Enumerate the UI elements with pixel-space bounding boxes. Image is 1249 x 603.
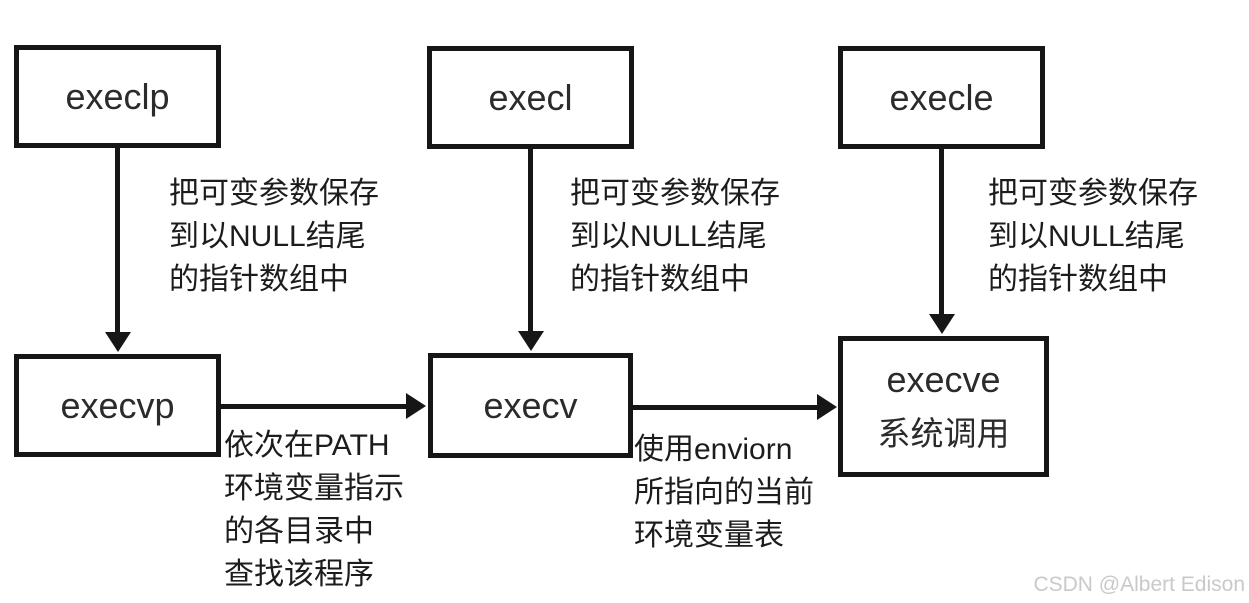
node-execl: execl: [427, 46, 634, 149]
arrow-line: [528, 149, 533, 331]
edge-label-execvp-to-execv: 依次在PATH 环境变量指示 的各目录中 查找该程序: [224, 429, 404, 591]
node-execve-label: execve: [886, 358, 1001, 400]
node-execv-label: execv: [483, 384, 578, 426]
arrow-line: [939, 149, 944, 314]
node-execle: execle: [838, 46, 1045, 149]
node-execvp-label: execvp: [60, 384, 175, 426]
arrowhead-down-icon: [105, 332, 131, 352]
edge-label-execlp-to-execvp: 把可变参数保存 到以NULL结尾 的指针数组中: [169, 177, 379, 296]
arrow-line: [632, 405, 818, 410]
node-execv: execv: [428, 353, 633, 458]
edge-label-execl-to-execv: 把可变参数保存 到以NULL结尾 的指针数组中: [570, 177, 780, 296]
arrowhead-down-icon: [929, 314, 955, 334]
arrowhead-right-icon: [817, 394, 837, 420]
node-execvp: execvp: [14, 354, 221, 457]
node-execle-label: execle: [889, 76, 994, 118]
arrow-line: [115, 148, 120, 332]
node-execlp: execlp: [14, 45, 221, 148]
edge-label-execle-to-execve: 把可变参数保存 到以NULL结尾 的指针数组中: [988, 177, 1198, 296]
edge-label-execv-to-execve: 使用enviorn 所指向的当前 环境变量表: [634, 433, 814, 552]
watermark: CSDN @Albert Edison: [1033, 573, 1245, 596]
node-execl-label: execl: [488, 76, 573, 118]
node-execve-sublabel: 系统调用: [877, 414, 1010, 452]
node-execlp-label: execlp: [65, 75, 170, 117]
arrowhead-down-icon: [518, 331, 544, 351]
arrow-line: [221, 404, 407, 409]
arrowhead-right-icon: [406, 393, 426, 419]
node-execve: execve 系统调用: [838, 336, 1049, 477]
